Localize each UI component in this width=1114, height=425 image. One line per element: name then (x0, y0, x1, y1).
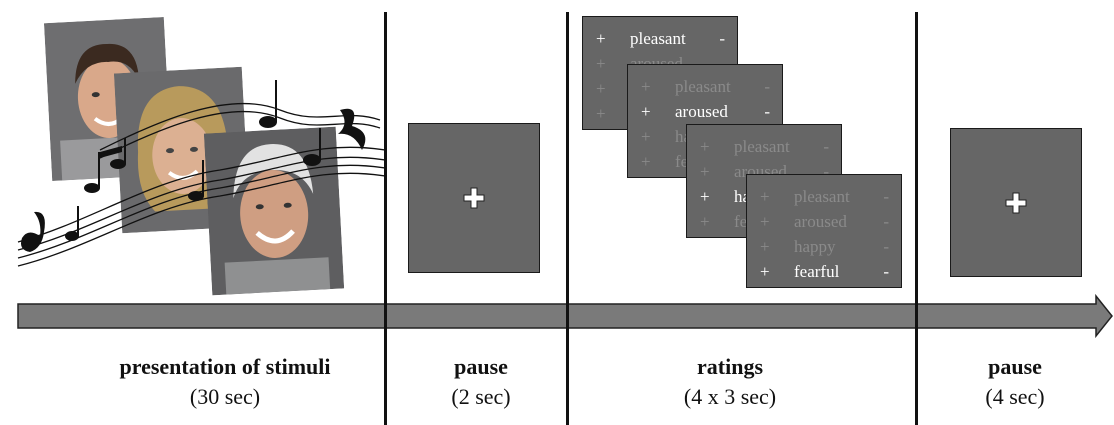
rating-plus: + (700, 212, 710, 231)
rating-label: pleasant (794, 187, 850, 206)
rating-item: + happy - (747, 237, 901, 261)
music-notes-icon (17, 80, 386, 267)
rating-plus: + (760, 212, 770, 231)
fixation-screen (408, 123, 540, 273)
rating-plus: + (700, 162, 710, 181)
rating-label: fearful (794, 262, 840, 281)
rating-card: + pleasant - + aroused - + happy - + fearful - (746, 174, 902, 288)
rating-plus: + (641, 102, 651, 121)
rating-label: pleasant (675, 77, 731, 96)
phase-duration: (2 sec) (451, 384, 511, 409)
rating-item: + pleasant - (747, 187, 901, 211)
rating-plus: + (760, 187, 770, 206)
phase-divider (915, 12, 918, 425)
rating-plus: + (700, 137, 710, 156)
rating-plus: + (700, 187, 710, 206)
rating-minus: - (883, 237, 889, 256)
rating-plus: + (596, 104, 606, 123)
rating-label: happy (794, 237, 836, 256)
rating-plus: + (760, 237, 770, 256)
phase-duration: (30 sec) (189, 384, 261, 409)
rating-plus: + (596, 29, 606, 48)
phase-title: presentation of stimuli (119, 354, 331, 379)
rating-item: + aroused - (747, 212, 901, 236)
phase-title: pause (454, 354, 508, 379)
rating-label: pleasant (630, 29, 686, 48)
rating-minus: - (719, 29, 725, 48)
rating-plus: + (641, 77, 651, 96)
rating-item: + pleasant - (628, 77, 782, 101)
phase-label: ratings (4 x 3 sec) (620, 354, 840, 410)
rating-minus: - (764, 77, 770, 96)
rating-minus: - (719, 54, 725, 74)
rating-item: + pleasant - (687, 137, 841, 161)
phase-title: pause (988, 354, 1042, 379)
rating-minus: - (883, 262, 889, 281)
phase-label: presentation of stimuli (30 sec) (80, 354, 370, 410)
rating-item: + aroused - (628, 102, 782, 126)
rating-label: pleasant (734, 137, 790, 156)
rating-minus: - (823, 137, 829, 156)
phase-divider (566, 12, 569, 425)
rating-plus: + (641, 127, 651, 146)
phase-label: pause (2 sec) (396, 354, 566, 410)
rating-label: aroused (794, 212, 847, 231)
rating-item: + pleasant - (583, 29, 737, 53)
rating-label: aroused (675, 102, 728, 121)
rating-minus: - (764, 102, 770, 121)
rating-minus: - (883, 187, 889, 206)
phase-divider (384, 12, 387, 425)
phase-duration: (4 x 3 sec) (683, 384, 777, 409)
rating-item: + fearful - (747, 262, 901, 286)
rating-plus: + (596, 54, 606, 73)
fixation-screen (950, 128, 1082, 277)
rating-plus: + (641, 152, 651, 171)
rating-minus: - (883, 212, 889, 231)
fixation-cross-icon (1005, 192, 1027, 213)
rating-plus: + (760, 262, 770, 281)
phase-duration: (4 sec) (985, 384, 1045, 409)
phase-title: ratings (697, 354, 763, 379)
rating-minus: - (823, 162, 829, 181)
fixation-cross-icon (463, 187, 485, 209)
rating-plus: + (596, 79, 606, 98)
phase-label: pause (4 sec) (930, 354, 1100, 410)
